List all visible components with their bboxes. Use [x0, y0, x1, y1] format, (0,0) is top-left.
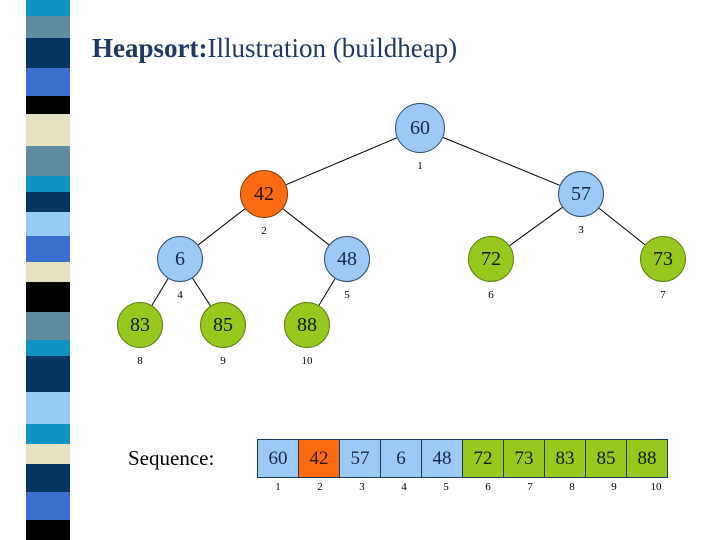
- tree-node-index-2: 2: [261, 225, 267, 237]
- sequence-cell-3[interactable]: 57: [340, 439, 381, 478]
- stripe-band-8: [26, 192, 70, 212]
- stripe-band-13: [26, 312, 70, 340]
- tree-node-7[interactable]: 73: [640, 236, 686, 282]
- tree-edge-4-9: [192, 277, 211, 307]
- stripe-band-14: [26, 340, 70, 356]
- tree-node-6[interactable]: 72: [468, 236, 514, 282]
- tree-node-9[interactable]: 85: [200, 302, 246, 348]
- sequence-cell-10[interactable]: 88: [627, 439, 668, 478]
- stripe-band-9: [26, 212, 70, 236]
- sequence-cell-index-5: 5: [443, 481, 449, 493]
- sequence-cell-8[interactable]: 83: [545, 439, 586, 478]
- tree-edge-1-3: [442, 137, 560, 186]
- decorative-stripe-bar: [26, 0, 70, 540]
- sequence-cell-7[interactable]: 73: [504, 439, 545, 478]
- page-title: Heapsort:Illustration (buildheap): [92, 31, 652, 65]
- tree-node-4[interactable]: 6: [157, 236, 203, 282]
- sequence-cell-6[interactable]: 72: [463, 439, 504, 478]
- sequence-cell-index-1: 1: [275, 481, 281, 493]
- stripe-band-1: [26, 16, 70, 38]
- sequence-index-row: 1 2 3 4 5 6 7 8 9 10: [257, 481, 677, 493]
- tree-edge-1-2: [285, 137, 398, 186]
- tree-edge-2-5: [282, 208, 330, 246]
- sequence-cell-index-7: 7: [527, 481, 533, 493]
- stripe-band-19: [26, 464, 70, 492]
- sequence-cell-index-2: 2: [317, 481, 323, 493]
- tree-edge-5-10: [318, 278, 336, 306]
- sequence-cell-1[interactable]: 60: [258, 439, 299, 478]
- stripe-band-10: [26, 236, 70, 262]
- stripe-band-3: [26, 68, 70, 96]
- sequence-cell-index-9: 9: [611, 481, 617, 493]
- stripe-band-0: [26, 0, 70, 16]
- sequence-label: Sequence:: [128, 446, 215, 470]
- tree-node-index-4: 4: [177, 289, 183, 301]
- stripe-band-16: [26, 392, 70, 424]
- tree-edge-3-6: [509, 207, 563, 246]
- tree-node-index-7: 7: [660, 289, 666, 301]
- stripe-band-7: [26, 176, 70, 192]
- sequence-cell-5[interactable]: 48: [422, 439, 463, 478]
- sequence-cell-4[interactable]: 6: [381, 439, 422, 478]
- sequence-cell-index-10: 10: [650, 481, 662, 493]
- tree-node-1[interactable]: 60: [395, 103, 445, 153]
- tree-node-3[interactable]: 57: [558, 171, 604, 217]
- tree-node-index-3: 3: [578, 224, 584, 236]
- sequence-cell-index-3: 3: [359, 481, 365, 493]
- tree-node-index-5: 5: [344, 289, 350, 301]
- sequence-cell-9[interactable]: 85: [586, 439, 627, 478]
- stripe-band-15: [26, 356, 70, 392]
- tree-node-10[interactable]: 88: [284, 302, 330, 348]
- stripe-band-4: [26, 96, 70, 114]
- stripe-band-21: [26, 520, 70, 540]
- tree-edge-4-8: [151, 278, 169, 306]
- tree-node-index-8: 8: [137, 355, 143, 367]
- stripe-band-11: [26, 262, 70, 282]
- tree-edge-3-7: [598, 207, 646, 246]
- tree-node-index-1: 1: [417, 160, 423, 172]
- tree-edge-2-4: [197, 208, 246, 246]
- tree-node-index-6: 6: [488, 289, 494, 301]
- page-title-bold: Heapsort:: [92, 33, 208, 63]
- page-title-rest: Illustration (buildheap): [207, 33, 458, 63]
- tree-node-2[interactable]: 42: [240, 170, 288, 218]
- tree-node-5[interactable]: 48: [324, 236, 370, 282]
- sequence-cell-2[interactable]: 42: [299, 439, 340, 478]
- tree-node-index-9: 9: [220, 355, 226, 367]
- tree-node-index-10: 10: [301, 355, 313, 367]
- tree-node-8[interactable]: 83: [117, 302, 163, 348]
- stripe-band-6: [26, 146, 70, 176]
- stripe-band-18: [26, 444, 70, 464]
- sequence-cell-index-8: 8: [569, 481, 575, 493]
- stripe-band-2: [26, 38, 70, 68]
- stripe-band-17: [26, 424, 70, 444]
- stripe-band-5: [26, 114, 70, 146]
- sequence-cell-index-6: 6: [485, 481, 491, 493]
- stripe-band-20: [26, 492, 70, 520]
- sequence-cell-index-4: 4: [401, 481, 407, 493]
- stripe-band-12: [26, 282, 70, 312]
